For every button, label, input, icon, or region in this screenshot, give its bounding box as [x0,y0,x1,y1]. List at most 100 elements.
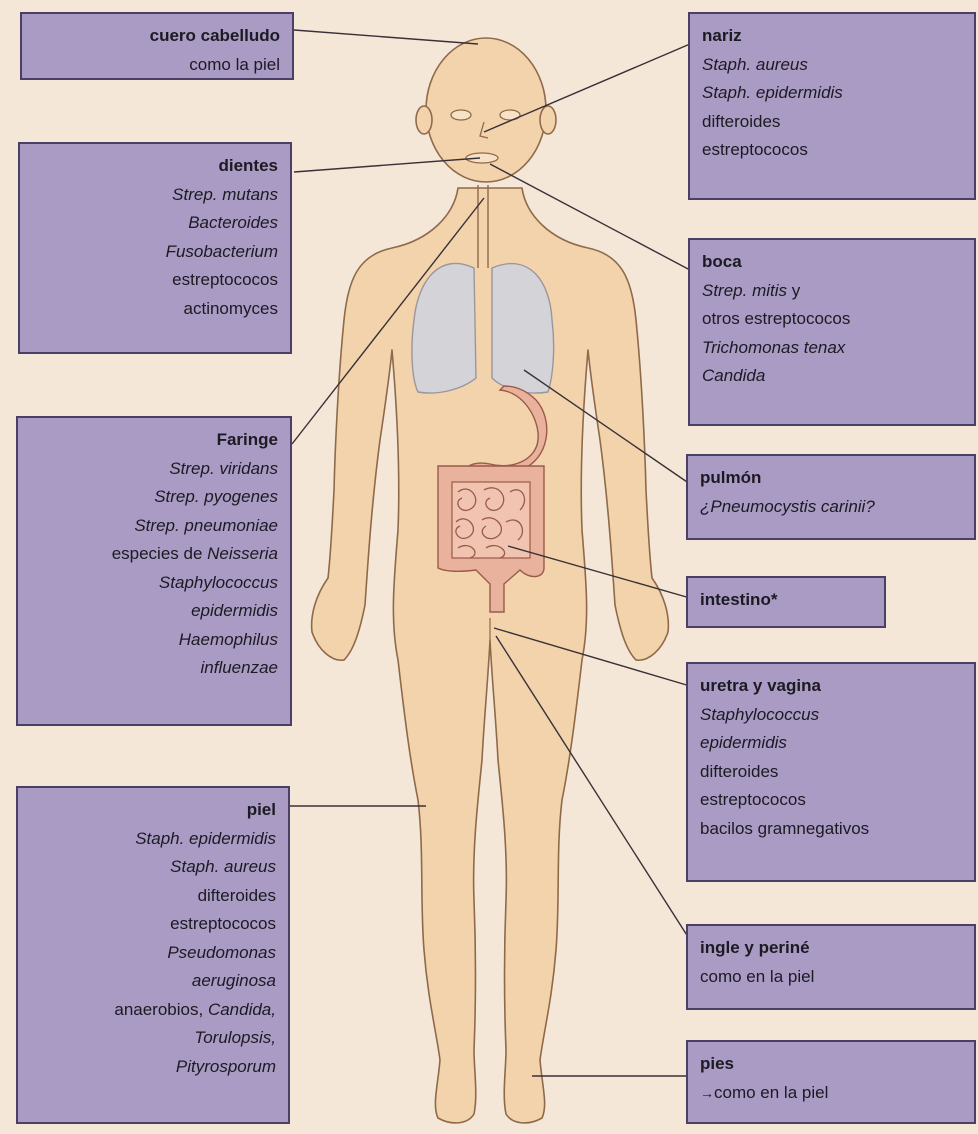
line-text: Strep. pneumoniae [134,516,278,535]
label-title: piel [30,796,276,825]
line-text: Staphylococcus [700,705,819,724]
organism-line: Strep. mitis y [702,277,962,306]
line-text: otros estreptococos [702,309,850,328]
organism-line: Haemophilus [30,626,278,655]
line-text: actinomyces [184,299,278,318]
organism-line: difteroides [702,108,962,137]
line-text: Staph. epidermidis [135,829,276,848]
line-prefix: anaerobios, [114,1000,208,1019]
left-eye [451,110,471,120]
label-title: Faringe [30,426,278,455]
label-box-pulmon: pulmón ¿Pneumocystis carinii? [686,454,976,540]
label-title: intestino* [700,586,872,615]
line-text: estreptococos [170,914,276,933]
organism-line: Staph. epidermidis [30,825,276,854]
left-ear [416,106,432,134]
label-box-cuero-cabelludo: cuero cabelludo como la piel [20,12,294,80]
organism-line: Candida [702,362,962,391]
right-ear [540,106,556,134]
organism-line: Staph. aureus [702,51,962,80]
line-text: Strep. mutans [172,185,278,204]
organism-line: influenzae [30,654,278,683]
line-text: Haemophilus [179,630,278,649]
line-text: Staph. aureus [702,55,808,74]
line-text: Candida [702,366,765,385]
organism-line: Strep. pyogenes [30,483,278,512]
line-text: estreptococos [700,790,806,809]
line-text: Bacteroides [188,213,278,232]
organism-line: Strep. pneumoniae [30,512,278,541]
label-title: cuero cabelludo [34,22,280,51]
label-box-pies: pies→como en la piel [686,1040,976,1124]
organism-line: como en la piel [700,963,962,992]
line-text: como en la piel [700,967,814,986]
arrow-icon: → [700,1085,714,1101]
line-text: como la piel [189,55,280,74]
line-text: influenzae [200,658,278,677]
organism-line: difteroides [700,758,962,787]
line-text: Strep. mitis [702,281,787,300]
line-text: Trichomonas tenax [702,338,845,357]
line-text: como en la piel [714,1083,828,1102]
line-text: Staph. epidermidis [702,83,843,102]
organism-line: estreptococos [700,786,962,815]
organism-line: Pseudomonas [30,939,276,968]
organism-line: Bacteroides [32,209,278,238]
line-text: Pityrosporum [176,1057,276,1076]
line-text: Candida, [208,1000,276,1019]
line-text: Fusobacterium [166,242,278,261]
line-text: difteroides [700,762,778,781]
label-title: ingle y periné [700,934,962,963]
line-suffix: y [787,281,800,300]
label-box-intestino: intestino* [686,576,886,628]
line-text: estreptococos [702,140,808,159]
line-text: aeruginosa [192,971,276,990]
label-title: pulmón [700,464,962,493]
line-text: Torulopsis, [194,1028,276,1047]
organism-line: →como en la piel [700,1079,962,1108]
organism-line: estreptococos [702,136,962,165]
label-title: boca [702,248,962,277]
line-text: difteroides [198,886,276,905]
line-text: Strep. viridans [169,459,278,478]
line-text: estreptococos [172,270,278,289]
organism-line: Torulopsis, [30,1024,276,1053]
organism-line: anaerobios, Candida, [30,996,276,1025]
organism-line: especies de Neisseria [30,540,278,569]
organism-line: Staphylococcus [30,569,278,598]
organism-line: estreptococos [32,266,278,295]
label-title: nariz [702,22,962,51]
label-title: pies [700,1050,962,1079]
line-text: Staph. aureus [170,857,276,876]
organism-line: estreptococos [30,910,276,939]
organism-line: ¿Pneumocystis carinii? [700,493,962,522]
line-prefix: especies de [112,544,207,563]
line-text: Staphylococcus [159,573,278,592]
line-text: Pseudomonas [167,943,276,962]
line-text: bacilos gramnegativos [700,819,869,838]
organism-line: actinomyces [32,295,278,324]
line-text: Neisseria [207,544,278,563]
line-text: ¿Pneumocystis carinii? [700,497,875,516]
line-text: difteroides [702,112,780,131]
organism-line: Staphylococcus [700,701,962,730]
organism-line: Staph. aureus [30,853,276,882]
organism-line: Strep. mutans [32,181,278,210]
organism-line: Pityrosporum [30,1053,276,1082]
organism-line: Strep. viridans [30,455,278,484]
organism-line: como la piel [34,51,280,80]
line-text: Strep. pyogenes [154,487,278,506]
label-title: uretra y vagina [700,672,962,701]
organism-line: bacilos gramnegativos [700,815,962,844]
line-text: epidermidis [700,733,787,752]
organism-line: aeruginosa [30,967,276,996]
body-silhouette [312,188,669,1123]
organism-line: difteroides [30,882,276,911]
